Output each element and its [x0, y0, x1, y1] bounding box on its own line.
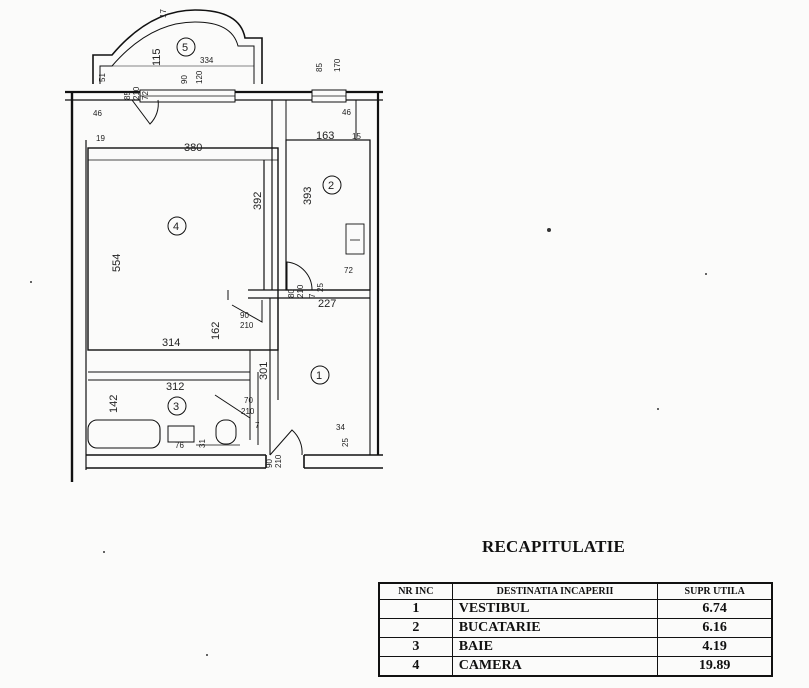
balcony-arch: [92, 9, 263, 84]
dim-label: 51: [98, 73, 107, 82]
room-area: 4.19: [657, 637, 773, 657]
dim-label: 72: [344, 266, 353, 275]
header-area: SUPR UTILA: [657, 582, 773, 600]
dim-label: 72: [141, 91, 150, 100]
room-nr: 4: [378, 656, 453, 677]
table-row: 1 VESTIBUL 6.74: [378, 599, 773, 619]
dim-label: 25: [316, 283, 325, 292]
header-destination: DESTINATIA INCAPERII: [451, 582, 659, 600]
room-nr: 1: [378, 599, 453, 619]
room-name: CAMERA: [451, 656, 659, 677]
room-4-number: 4: [173, 221, 179, 233]
room-name: BUCATARIE: [451, 618, 659, 638]
room-4-outline: [87, 147, 279, 351]
dim-label: 170: [333, 58, 342, 72]
dim-label: 90: [180, 75, 189, 84]
dim-label: 554: [111, 254, 123, 272]
dim-label: 17: [159, 9, 168, 18]
summary-title: RECAPITULATIE: [482, 537, 626, 556]
dim-label: 301: [258, 362, 270, 380]
door-swing-kitchen: [286, 261, 313, 291]
dim-label: 7: [255, 421, 260, 430]
dim-label: 210: [296, 284, 305, 298]
room-5-number: 5: [182, 42, 188, 54]
dim-label: 85: [123, 91, 132, 100]
room-nr: 3: [378, 637, 453, 657]
dim-label: 90: [265, 459, 274, 468]
dim-label: 46: [342, 108, 351, 117]
dim-label: 120: [195, 70, 204, 84]
dim-label: 46: [93, 109, 102, 118]
room-area: 6.74: [657, 599, 773, 619]
header-nr: NR INC: [378, 582, 453, 600]
dim-label: 393: [302, 187, 314, 205]
dim-label: 314: [162, 337, 180, 349]
door-swing-bath: [214, 394, 251, 419]
table-row: 2 BUCATARIE 6.16: [378, 618, 773, 638]
dim-label: 31: [198, 439, 207, 448]
dim-label: 80: [287, 289, 296, 298]
room-1-number: 1: [316, 370, 322, 382]
dim-label: 7: [308, 293, 317, 298]
dim-label: 163: [316, 130, 334, 142]
room-nr: 2: [378, 618, 453, 638]
outer-wall-bottom: [86, 454, 383, 469]
dim-label: 76: [175, 441, 184, 450]
dim-label: 210: [132, 86, 141, 100]
room-name: VESTIBUL: [451, 599, 659, 619]
table-row: 4 CAMERA 19.89: [378, 656, 773, 677]
door-swing-entry: [269, 429, 303, 456]
room-name: BAIE: [451, 637, 659, 657]
door-swing-room: [231, 300, 263, 323]
dim-label: 34: [336, 423, 345, 432]
dim-label: 19: [96, 134, 105, 143]
dim-label: 210: [240, 321, 254, 330]
dim-label: 227: [318, 298, 336, 310]
dim-label: 90: [240, 311, 249, 320]
summary-header-row: NR INC DESTINATIA INCAPERII SUPR UTILA: [378, 582, 773, 600]
dim-label: 210: [274, 454, 283, 468]
dim-label: 162: [210, 322, 222, 340]
dim-label: 142: [108, 395, 120, 413]
dim-label: 392: [252, 192, 264, 210]
room-area: 19.89: [657, 656, 773, 677]
bathtub: [87, 419, 161, 449]
dim-label: 380: [184, 142, 202, 154]
room-area: 6.16: [657, 618, 773, 638]
room-2-number: 2: [328, 180, 334, 192]
table-row: 3 BAIE 4.19: [378, 637, 773, 657]
dim-label: 70: [244, 396, 253, 405]
room-2-outline: [285, 139, 371, 291]
room-3-number: 3: [173, 401, 179, 413]
dim-label: 210: [241, 407, 255, 416]
dim-label: 115: [151, 48, 163, 66]
dim-label: 312: [166, 381, 184, 393]
dim-label: 334: [200, 56, 214, 65]
dim-label: 15: [352, 132, 361, 141]
dim-label: 25: [341, 438, 350, 447]
dim-label: 85: [315, 63, 324, 72]
door-swing-balcony: [131, 99, 159, 125]
summary-table: NR INC DESTINATIA INCAPERII SUPR UTILA 1…: [378, 582, 773, 677]
